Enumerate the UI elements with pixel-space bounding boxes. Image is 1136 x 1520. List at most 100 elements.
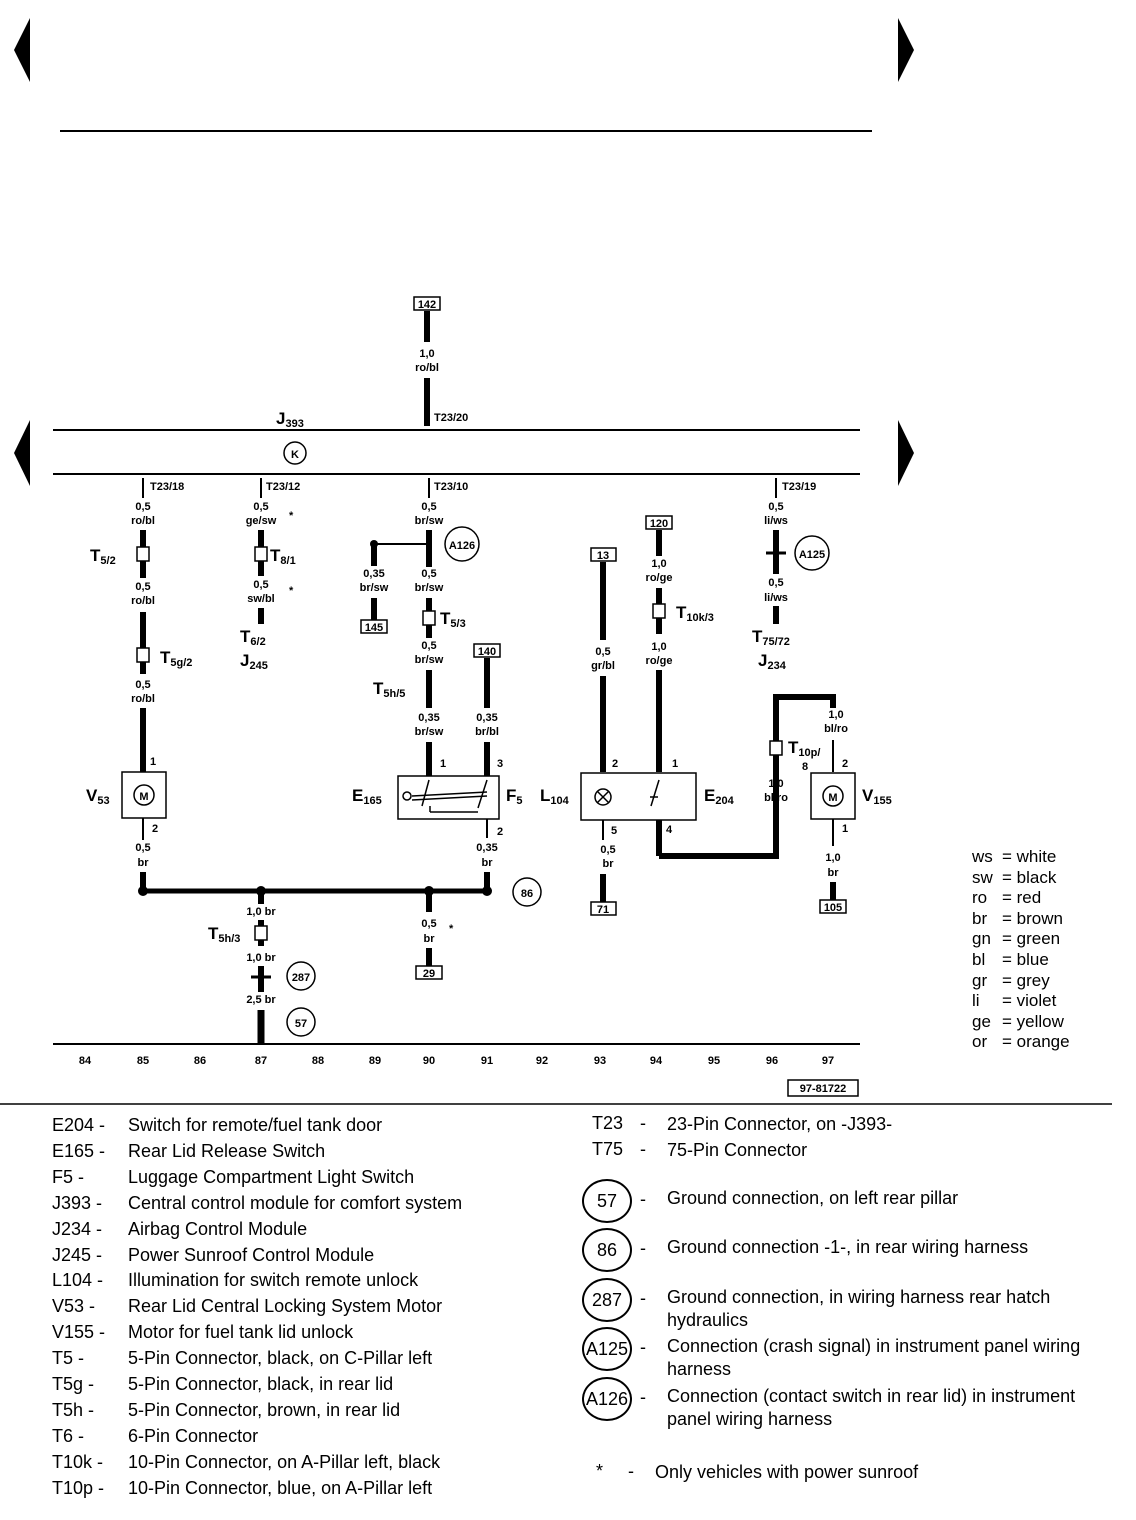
ref-box-140-label: 140	[478, 646, 496, 658]
wire-91-size-1: 0,35	[476, 712, 497, 724]
legend-row: ge= yellow	[972, 1012, 1070, 1033]
key-desc: Motor for fuel tank lid unlock	[128, 1322, 354, 1343]
legend-row: br= brown	[972, 909, 1070, 930]
axis-label: 94	[650, 1055, 663, 1067]
circle-57-label: 57	[295, 1018, 307, 1030]
key-g86-dash: -	[640, 1238, 646, 1258]
wire-top-size: 1,0	[419, 348, 434, 360]
key-row: J234 -Airbag Control Module	[52, 1217, 462, 1243]
v155-motor-letter: M	[828, 792, 837, 804]
key-desc: Switch for remote/fuel tank door	[128, 1115, 383, 1135]
key-g57-desc: Ground connection, on left rear pillar	[667, 1188, 959, 1208]
connector-t10p-8-label: T10p/	[788, 738, 820, 759]
pin-t23-18: T23/18	[150, 481, 184, 493]
ref-box-13-label: 13	[597, 550, 609, 562]
legend-row: ro= red	[972, 888, 1070, 909]
key-code: V155 -	[52, 1322, 106, 1343]
legend-row: ws= white	[972, 847, 1070, 868]
ref-box-29[interactable]	[415, 965, 443, 980]
ground-90-size: 0,5	[421, 918, 436, 930]
ground-wire-2: 1,0 br	[246, 952, 276, 964]
key-g57-dash: -	[640, 1189, 646, 1209]
key-desc: 10-Pin Connector, blue, on A-Pillar left	[128, 1477, 433, 1498]
key-t75-desc: 75-Pin Connector	[667, 1140, 808, 1160]
wire-97-color-1: bl/ro	[824, 723, 848, 735]
j245-label: J245	[240, 651, 268, 672]
e204-switch-lever	[650, 779, 660, 807]
doc-number-box	[787, 1079, 859, 1097]
page-back-arrow-top[interactable]	[14, 18, 30, 82]
legend-code: ro	[972, 888, 988, 908]
connector-t10k-3-symbol	[652, 603, 666, 619]
wire-94-color-1: ro/ge	[646, 572, 673, 584]
wire-87-star-1: *	[289, 510, 294, 522]
connector-t5g-2-label: T5g/2	[160, 648, 192, 669]
l104-e204-box[interactable]	[580, 772, 697, 821]
key-star-dash: -	[628, 1461, 634, 1481]
wire-91-size-2: 0,35	[476, 842, 497, 854]
ground-wire-3: 2,5 br	[246, 994, 276, 1006]
ref-box-142[interactable]	[413, 296, 441, 311]
key-t23-code: T23	[592, 1113, 624, 1133]
circle-86-label: 86	[521, 888, 533, 900]
legend-name: = black	[1002, 867, 1057, 887]
key-code: L104 -	[52, 1270, 104, 1291]
circle-57[interactable]	[286, 1007, 316, 1037]
ref-box-145[interactable]	[360, 619, 388, 634]
page-forward-arrow-mid[interactable]	[898, 420, 914, 486]
ref-box-71[interactable]	[590, 901, 617, 916]
connector-t8-1-label: T8/1	[270, 546, 296, 567]
key-desc: Rear Lid Central Locking System Motor	[128, 1296, 443, 1317]
v155-motor-box[interactable]	[810, 772, 856, 820]
v155-label: V155	[862, 786, 892, 807]
wire-93-size-2: 0,5	[600, 844, 615, 856]
circle-a125[interactable]	[794, 535, 830, 571]
key-code: E165 -	[52, 1140, 106, 1161]
key-row: T5h -5-Pin Connector, brown, in rear lid	[52, 1398, 462, 1424]
key-row: F5 -Luggage Compartment Light Switch	[52, 1165, 462, 1191]
v53-motor-letter: M	[139, 791, 148, 803]
axis-label: 88	[312, 1055, 324, 1067]
legend-row: or= orange	[972, 1032, 1070, 1053]
key-desc: 10-Pin Connector, on A-Pillar left, blac…	[128, 1451, 441, 1472]
ref-box-105-label: 105	[824, 902, 842, 914]
key-desc: Illumination for switch remote unlock	[128, 1270, 419, 1291]
wire-93-color-1: gr/bl	[591, 660, 615, 672]
ref-box-120-label: 120	[650, 518, 668, 530]
wire-96-size-1: 0,5	[768, 501, 783, 513]
wire-93-size-1: 0,5	[595, 646, 610, 658]
key-code: T6 -	[52, 1425, 85, 1446]
circle-a125-label: A125	[799, 549, 825, 561]
ref-box-105[interactable]	[819, 899, 847, 914]
key-desc: Rear Lid Release Switch	[128, 1140, 326, 1161]
legend-code: br	[972, 908, 988, 928]
key-row: V155 - Motor for fuel tank lid unlock	[52, 1320, 462, 1346]
axis-label: 91	[481, 1055, 493, 1067]
v155-motor-icon	[822, 785, 844, 807]
wire-e204-to-v155	[659, 694, 836, 859]
circle-86[interactable]	[512, 877, 542, 907]
v155-pin-2: 2	[842, 758, 848, 770]
legend-name: = green	[1002, 929, 1061, 949]
axis-label: 95	[708, 1055, 720, 1067]
key-a125-dash: -	[640, 1337, 646, 1357]
wire-87-star-2: *	[289, 585, 294, 597]
wire-90-color-3: br/sw	[415, 654, 444, 666]
wire-90-size-3: 0,5	[421, 640, 436, 652]
e165-pin-2: 2	[497, 826, 503, 838]
pin-t23-12: T23/12	[266, 481, 300, 493]
circle-287-label: 287	[292, 972, 310, 984]
page-back-arrow-mid[interactable]	[14, 420, 30, 486]
circle-287[interactable]	[286, 961, 316, 991]
connector-t5-2-label: T5/2	[90, 546, 116, 567]
wire-90-color-4: br/sw	[415, 726, 444, 738]
legend-row: bl= blue	[972, 950, 1070, 971]
ref-box-13[interactable]	[590, 547, 617, 562]
page-forward-arrow-top[interactable]	[898, 18, 914, 82]
key-g287-dash: -	[640, 1288, 646, 1308]
circle-a126[interactable]	[444, 526, 480, 562]
connector-t5h-5-label: T5h/5	[373, 679, 405, 700]
ref-box-120[interactable]	[645, 515, 673, 530]
key-code: V53 -	[52, 1296, 96, 1317]
ref-box-140[interactable]	[473, 643, 501, 658]
